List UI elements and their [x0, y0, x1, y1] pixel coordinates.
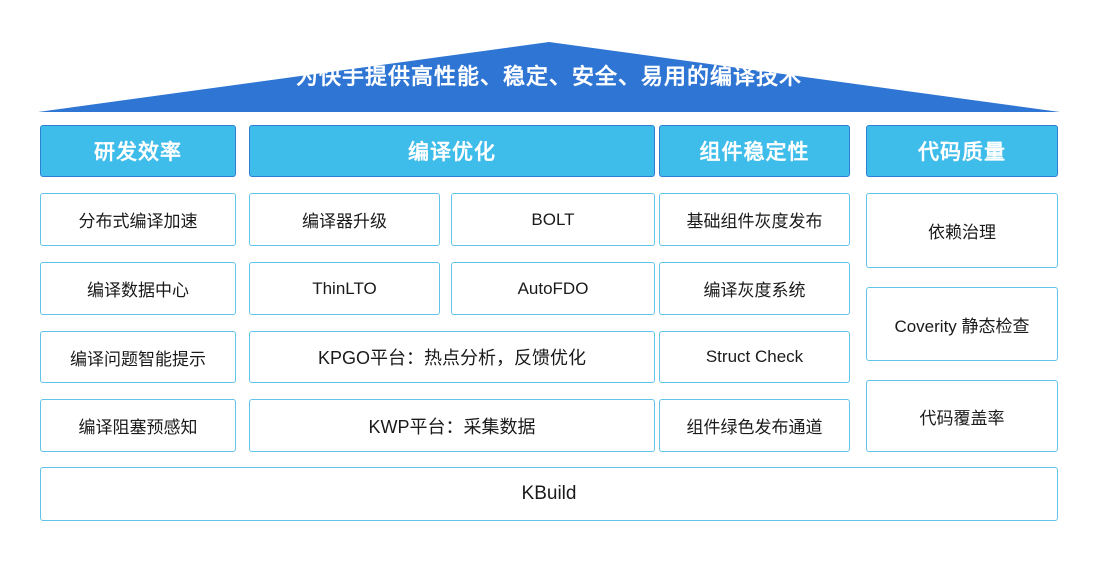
base-bar-kbuild[interactable]: KBuild [40, 467, 1058, 521]
cell-compile-blocking-prediction[interactable]: 编译阻塞预感知 [40, 399, 236, 452]
cell-kpgo-platform[interactable]: KPGO平台：热点分析，反馈优化 [249, 331, 655, 383]
roof-banner [38, 42, 1060, 112]
cell-compile-issue-smart-hint[interactable]: 编译问题智能提示 [40, 331, 236, 383]
cell-struct-check[interactable]: Struct Check [659, 331, 850, 383]
cell-kwp-platform[interactable]: KWP平台：采集数据 [249, 399, 655, 452]
cell-bolt[interactable]: BOLT [451, 193, 655, 246]
cell-compiler-upgrade[interactable]: 编译器升级 [249, 193, 440, 246]
cell-compile-data-center[interactable]: 编译数据中心 [40, 262, 236, 315]
roof-triangle-shape [38, 42, 1060, 112]
column-header-compilation-optimization[interactable]: 编译优化 [249, 125, 655, 177]
column-header-component-stability[interactable]: 组件稳定性 [659, 125, 850, 177]
cell-base-component-gray-release[interactable]: 基础组件灰度发布 [659, 193, 850, 246]
cell-coverity-static-analysis[interactable]: Coverity 静态检查 [866, 287, 1058, 361]
cell-compile-gray-system[interactable]: 编译灰度系统 [659, 262, 850, 315]
cell-component-green-release-channel[interactable]: 组件绿色发布通道 [659, 399, 850, 452]
cell-dependency-governance[interactable]: 依赖治理 [866, 193, 1058, 268]
cell-code-coverage[interactable]: 代码覆盖率 [866, 380, 1058, 452]
column-header-code-quality[interactable]: 代码质量 [866, 125, 1058, 177]
cell-autofdo[interactable]: AutoFDO [451, 262, 655, 315]
cell-distributed-compile-acceleration[interactable]: 分布式编译加速 [40, 193, 236, 246]
column-header-research-efficiency[interactable]: 研发效率 [40, 125, 236, 177]
cell-thinlto[interactable]: ThinLTO [249, 262, 440, 315]
